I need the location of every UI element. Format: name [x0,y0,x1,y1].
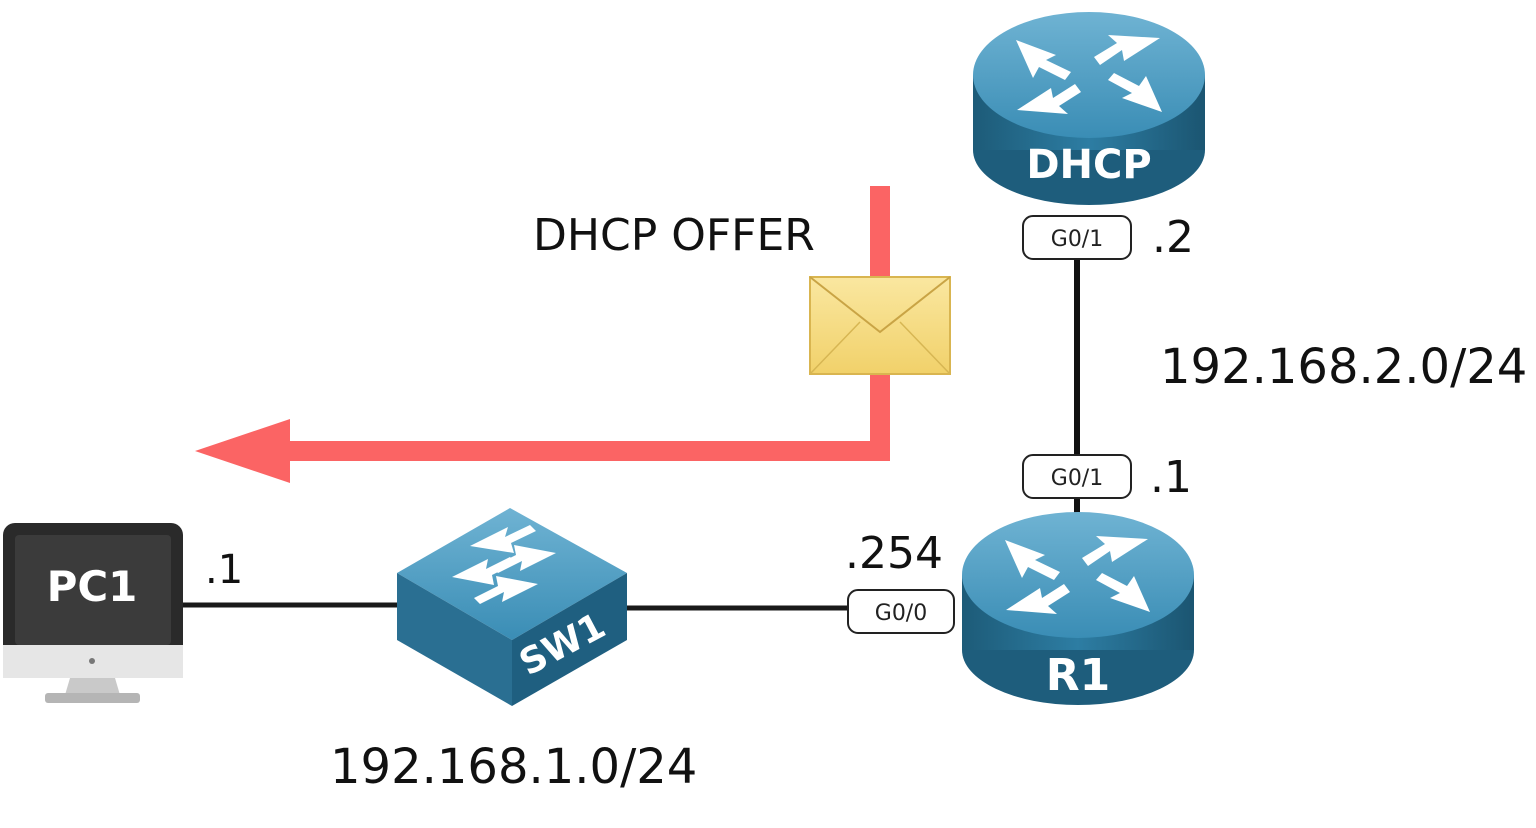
dhcp-g0-1-ip-suffix: .2 [1152,212,1194,263]
pc1-computer-icon [3,523,183,703]
r1-g0-1-interface-label: G0/1 [1051,466,1103,491]
dhcp-label: DHCP [1026,142,1151,188]
sw1-switch-icon [397,508,627,706]
pc1-label: PC1 [47,562,138,611]
dhcp-offer-label: DHCP OFFER [533,210,815,261]
dhcp-g0-1-interface-badge: G0/1 [1022,215,1132,260]
r1-g0-0-ip-suffix: .254 [845,528,943,579]
r1-router-icon [962,512,1194,705]
dhcp-g0-1-interface-label: G0/1 [1051,227,1103,252]
r1-g0-1-interface-badge: G0/1 [1022,454,1132,499]
r1-g0-0-interface-badge: G0/0 [847,589,955,634]
r1-label: R1 [1046,650,1111,701]
dhcp-router-icon [973,12,1205,205]
pc1-ip-suffix: .1 [205,547,243,593]
r1-g0-1-ip-suffix: .1 [1150,452,1192,503]
r1-dhcp-network-label: 192.168.2.0/24 [1160,339,1527,395]
r1-g0-0-interface-label: G0/0 [875,601,927,626]
envelope-icon [809,276,951,375]
sw1-network-label: 192.168.1.0/24 [330,739,697,795]
